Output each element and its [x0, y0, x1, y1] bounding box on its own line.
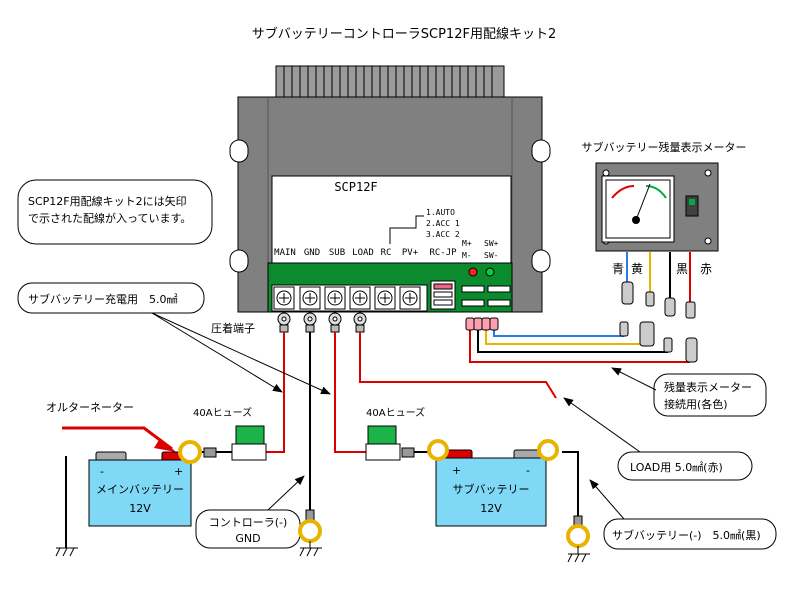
svg-text:RC-JP: RC-JP — [429, 248, 457, 258]
svg-text:GND: GND — [304, 248, 320, 258]
sub-battery: + - サブバッテリー 12V — [427, 439, 559, 527]
svg-text:12V: 12V — [129, 502, 151, 515]
svg-text:M+: M+ — [462, 239, 472, 248]
led-red — [468, 267, 478, 277]
alternator-label: オルターネーター — [46, 401, 134, 414]
svg-text:-: - — [100, 465, 104, 478]
svg-text:SW-: SW- — [484, 251, 498, 260]
fuse-main: 40Aヒューズ — [193, 406, 267, 461]
kit-note-callout: SCP12F用配線キット2には矢印 で示された配線が入っています。 — [17, 179, 213, 245]
svg-text:赤: 赤 — [700, 262, 712, 276]
svg-text:で示された配線が入っています。: で示された配線が入っています。 — [28, 211, 191, 225]
svg-text:+: + — [452, 464, 461, 477]
controller-gnd-callout: コントローラ(-) GND — [195, 475, 305, 549]
mode-switch-labels: 1.AUTO 2.ACC 1 3.ACC 2 — [389, 208, 460, 244]
load-wire-callout: LOAD用 5.0㎟(赤) — [563, 397, 753, 481]
controller-unit: SCP12F 1.AUTO 2.ACC 1 3.ACC 2 MAIN GND S… — [229, 65, 551, 313]
controller-faceplate — [271, 175, 512, 265]
svg-text:1.AUTO: 1.AUTO — [426, 208, 455, 217]
svg-text:LOAD: LOAD — [352, 248, 374, 258]
crimp-terminals — [277, 312, 367, 333]
svg-text:2.ACC 1: 2.ACC 1 — [426, 219, 460, 228]
meter-wire-color-labels: 青 黄 黒 赤 — [612, 262, 712, 276]
svg-text:GND: GND — [235, 532, 260, 545]
svg-text:RC: RC — [381, 248, 392, 258]
svg-text:LOAD用 5.0㎟(赤): LOAD用 5.0㎟(赤) — [630, 461, 723, 474]
svg-text:サブバッテリー充電用 5.0㎟: サブバッテリー充電用 5.0㎟ — [28, 292, 178, 306]
svg-text:12V: 12V — [480, 502, 502, 515]
svg-text:接続用(各色): 接続用(各色) — [664, 397, 728, 411]
main-battery: - + メインバッテリー 12V — [88, 440, 202, 527]
heatsink-fins — [275, 65, 505, 99]
page-title: サブバッテリーコントローラSCP12F用配線キット2 — [252, 26, 556, 42]
charge-wire-callout: サブバッテリー充電用 5.0㎟ — [17, 282, 331, 395]
svg-text:コントローラ(-): コントローラ(-) — [209, 516, 288, 529]
led-green — [485, 267, 495, 277]
rc-jp-jumper — [430, 280, 456, 310]
meter-wire-callout: 残量表示メーター 接続用(各色) — [611, 367, 767, 417]
meter-title: サブバッテリー残量表示メーター — [582, 140, 747, 154]
svg-text:青: 青 — [612, 262, 624, 276]
svg-text:残量表示メーター: 残量表示メーター — [664, 380, 752, 394]
svg-text:MAIN: MAIN — [274, 248, 296, 258]
svg-text:SCP12F用配線キット2には矢印: SCP12F用配線キット2には矢印 — [28, 194, 187, 208]
svg-text:SUB: SUB — [329, 248, 345, 258]
svg-text:-: - — [526, 464, 530, 477]
svg-text:40Aヒューズ: 40Aヒューズ — [366, 406, 425, 419]
meter-connectors-controller — [465, 317, 499, 331]
svg-text:40Aヒューズ: 40Aヒューズ — [193, 406, 252, 419]
controller-model: SCP12F — [334, 180, 377, 194]
screw-terminals — [273, 286, 421, 310]
svg-text:M-: M- — [462, 251, 472, 260]
terminal-labels: MAIN GND SUB LOAD RC PV+ RC-JP M+ M- SW+… — [274, 239, 498, 260]
wires — [62, 252, 691, 548]
svg-text:メインバッテリー: メインバッテリー — [96, 483, 184, 496]
svg-text:PV+: PV+ — [402, 248, 419, 258]
fuse-sub: 40Aヒューズ — [365, 406, 425, 461]
svg-text:黄: 黄 — [631, 262, 643, 276]
crimp-label: 圧着端子 — [211, 321, 255, 335]
svg-text:サブバッテリー: サブバッテリー — [453, 482, 530, 496]
sub-negative-callout: サブバッテリー(-) 5.0㎟(黒) — [589, 479, 777, 550]
battery-meter — [595, 162, 719, 252]
svg-text:SW+: SW+ — [484, 239, 499, 248]
svg-text:3.ACC 2: 3.ACC 2 — [426, 230, 460, 239]
svg-text:サブバッテリー(-) 5.0㎟(黒): サブバッテリー(-) 5.0㎟(黒) — [612, 528, 761, 542]
meter-connectors-meter — [619, 281, 698, 363]
ground-symbols — [55, 541, 590, 563]
svg-text:黒: 黒 — [676, 262, 688, 276]
alternator-arrow-head — [154, 438, 176, 452]
svg-text:+: + — [174, 465, 183, 478]
